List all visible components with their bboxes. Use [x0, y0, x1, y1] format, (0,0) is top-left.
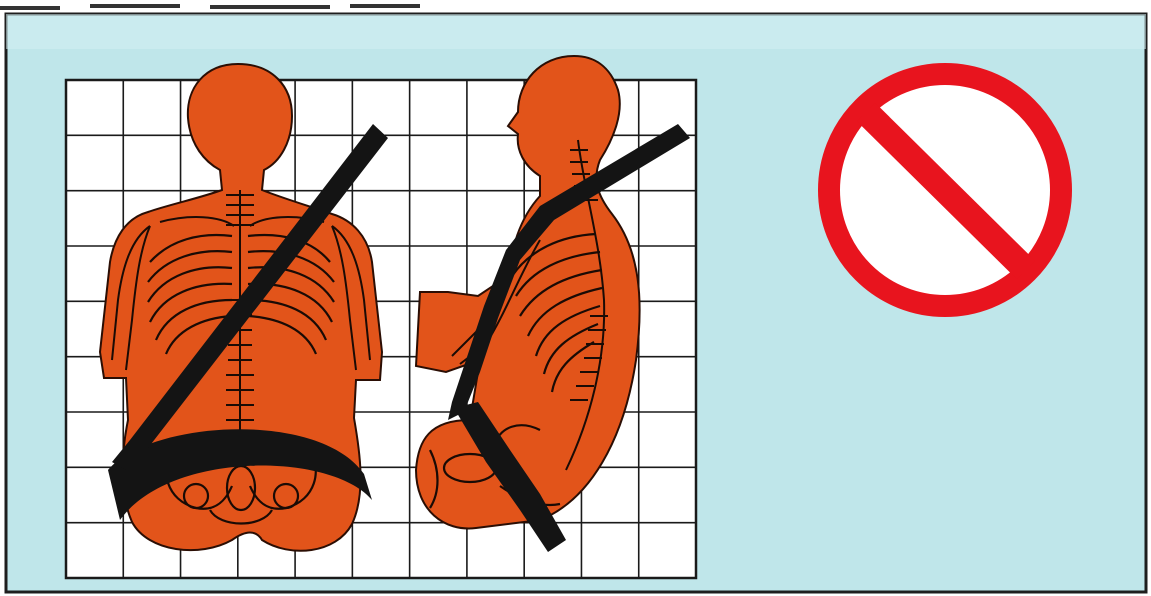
- prohibition-sign-icon: [829, 74, 1061, 306]
- panel-highlight: [6, 14, 1146, 49]
